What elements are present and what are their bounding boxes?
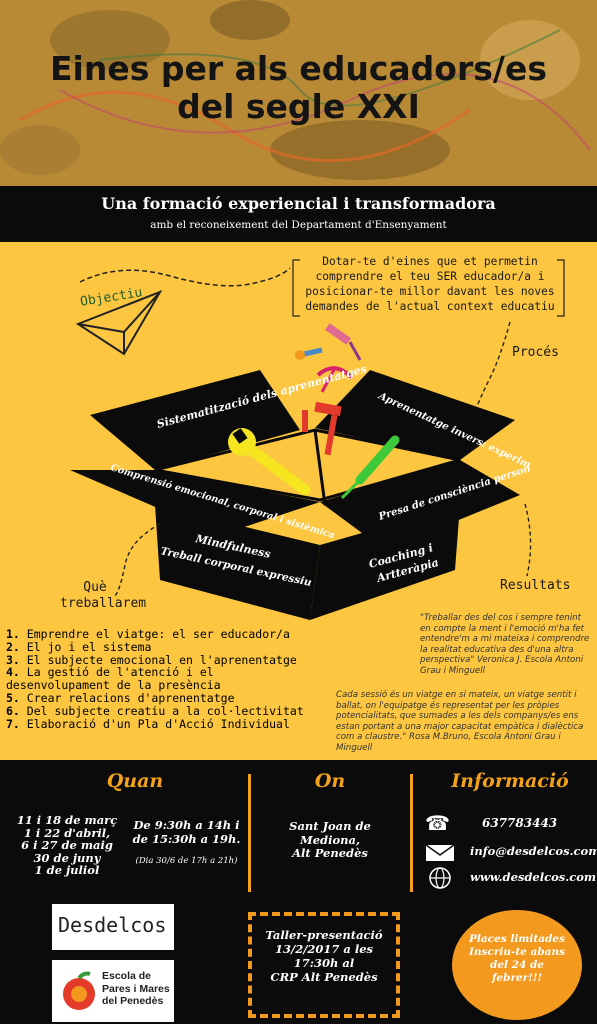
- topics-dashed-line: [114, 523, 161, 597]
- wrench-yellow-icon: [228, 428, 311, 496]
- badge-text: Places limitades Inscriu-te abans del 24…: [468, 933, 566, 984]
- phone-icon: ☎: [425, 811, 450, 835]
- hammer-red-icon: [314, 401, 342, 456]
- box-front-left: [155, 505, 320, 620]
- web-link[interactable]: www.desdelcos.com: [470, 870, 597, 884]
- school-logo: Escola de Pares i Mares del Penedès: [52, 960, 174, 1022]
- flap-left: [70, 470, 320, 535]
- recognition-text: amb el reconeixement del Departament d'E…: [150, 219, 447, 231]
- process-label: Procés: [512, 345, 559, 360]
- box-front-right: [310, 505, 460, 620]
- quote-1: "Treballar des del cos i sempre tenint e…: [420, 613, 590, 676]
- list-item: 7. Elaboració d'un Pla d'Acció Individua…: [6, 716, 290, 731]
- results-label: Resultats: [500, 578, 571, 593]
- list-item: 5. Crear relacions d'aprenentatge: [6, 690, 235, 705]
- lid-right: [315, 370, 515, 460]
- desdelcos-logo-text: Desdelcos: [58, 913, 167, 937]
- info-footer: Quan 11 i 18 de març 1 i 22 d'abril, 6 i…: [0, 760, 597, 1024]
- list-item: 1. Emprendre el viatge: el ser educador/…: [6, 627, 290, 641]
- divider-2: [410, 774, 413, 892]
- divider-1: [248, 774, 251, 892]
- goal-bracket-right-icon: [557, 259, 565, 317]
- info-title: Informació: [451, 770, 569, 792]
- phone-number[interactable]: 637783443: [482, 816, 558, 830]
- hero-photo: Eines per als educadors/es del segle XXI: [0, 0, 597, 186]
- lid-left: [90, 370, 300, 470]
- topics-label: Què treballarem: [60, 580, 147, 611]
- wrench-blue-icon: [295, 347, 323, 360]
- registration-badge: Places limitades Inscriu-te abans del 24…: [452, 910, 582, 1020]
- results-dashed-line: [524, 503, 532, 577]
- topics-list: 1. Emprendre el viatge: el ser educador/…: [6, 628, 306, 730]
- hero-photo-backdrop: [0, 0, 597, 186]
- quote-2: Cada sessió és un viatge en si mateix, u…: [336, 690, 584, 753]
- list-item: 4. La gestió de l'atenció i el desenvolu…: [6, 665, 221, 693]
- apple-logo-icon: [63, 971, 95, 1010]
- when-hours-note: (Dia 30/6 de 17h a 21h): [135, 856, 238, 866]
- subtitle-band: Una formació experiencial i transformado…: [0, 186, 597, 242]
- page-title-line-1: Eines per als educadors/es: [50, 49, 547, 88]
- when-hours: De 9:30h a 14h i de 15:30h a 19h.: [132, 818, 241, 846]
- toolbox-diagram: Sistematització dels aprenentatges Apren…: [70, 323, 530, 620]
- process-dashed-line: [473, 321, 511, 415]
- pickaxe-icon: [316, 366, 354, 393]
- desdelcos-logo: Desdelcos: [52, 904, 174, 950]
- list-item: 6. Del subjecte creatiu a la col·lectivi…: [6, 703, 304, 718]
- when-title: Quan: [106, 770, 164, 792]
- workshop-box: Taller-presentació 13/2/2017 a les 17:30…: [248, 912, 400, 1018]
- goal-bracket-icon: [292, 259, 300, 317]
- list-item: 3. El subjecte emocional en l'aprenentat…: [6, 652, 297, 667]
- page-title-line-2: del segle XXI: [177, 87, 420, 126]
- email-icon: [425, 844, 455, 861]
- where-title: On: [314, 770, 346, 792]
- workshop-text: Taller-presentació 13/2/2017 a les 17:30…: [265, 928, 383, 984]
- flap-right: [320, 460, 520, 550]
- paper-plane-icon: [75, 267, 291, 356]
- list-item: 2. El jo i el sistema: [6, 639, 152, 654]
- school-logo-text: Escola de Pares i Mares del Penedès: [102, 970, 170, 1007]
- when-dates: 11 i 18 de març 1 i 22 d'abril, 6 i 27 d…: [16, 813, 118, 877]
- where-place: Sant Joan de Mediona, Alt Penedès: [289, 819, 371, 860]
- globe-icon: [429, 867, 451, 889]
- email-link[interactable]: info@desdelcos.com: [470, 844, 597, 858]
- saw-icon: [325, 323, 362, 361]
- goal-text: Dotar-te d'eines que et permetin compren…: [305, 255, 555, 313]
- screwdriver-green-icon: [340, 435, 400, 500]
- subtitle: Una formació experiencial i transformado…: [101, 194, 496, 213]
